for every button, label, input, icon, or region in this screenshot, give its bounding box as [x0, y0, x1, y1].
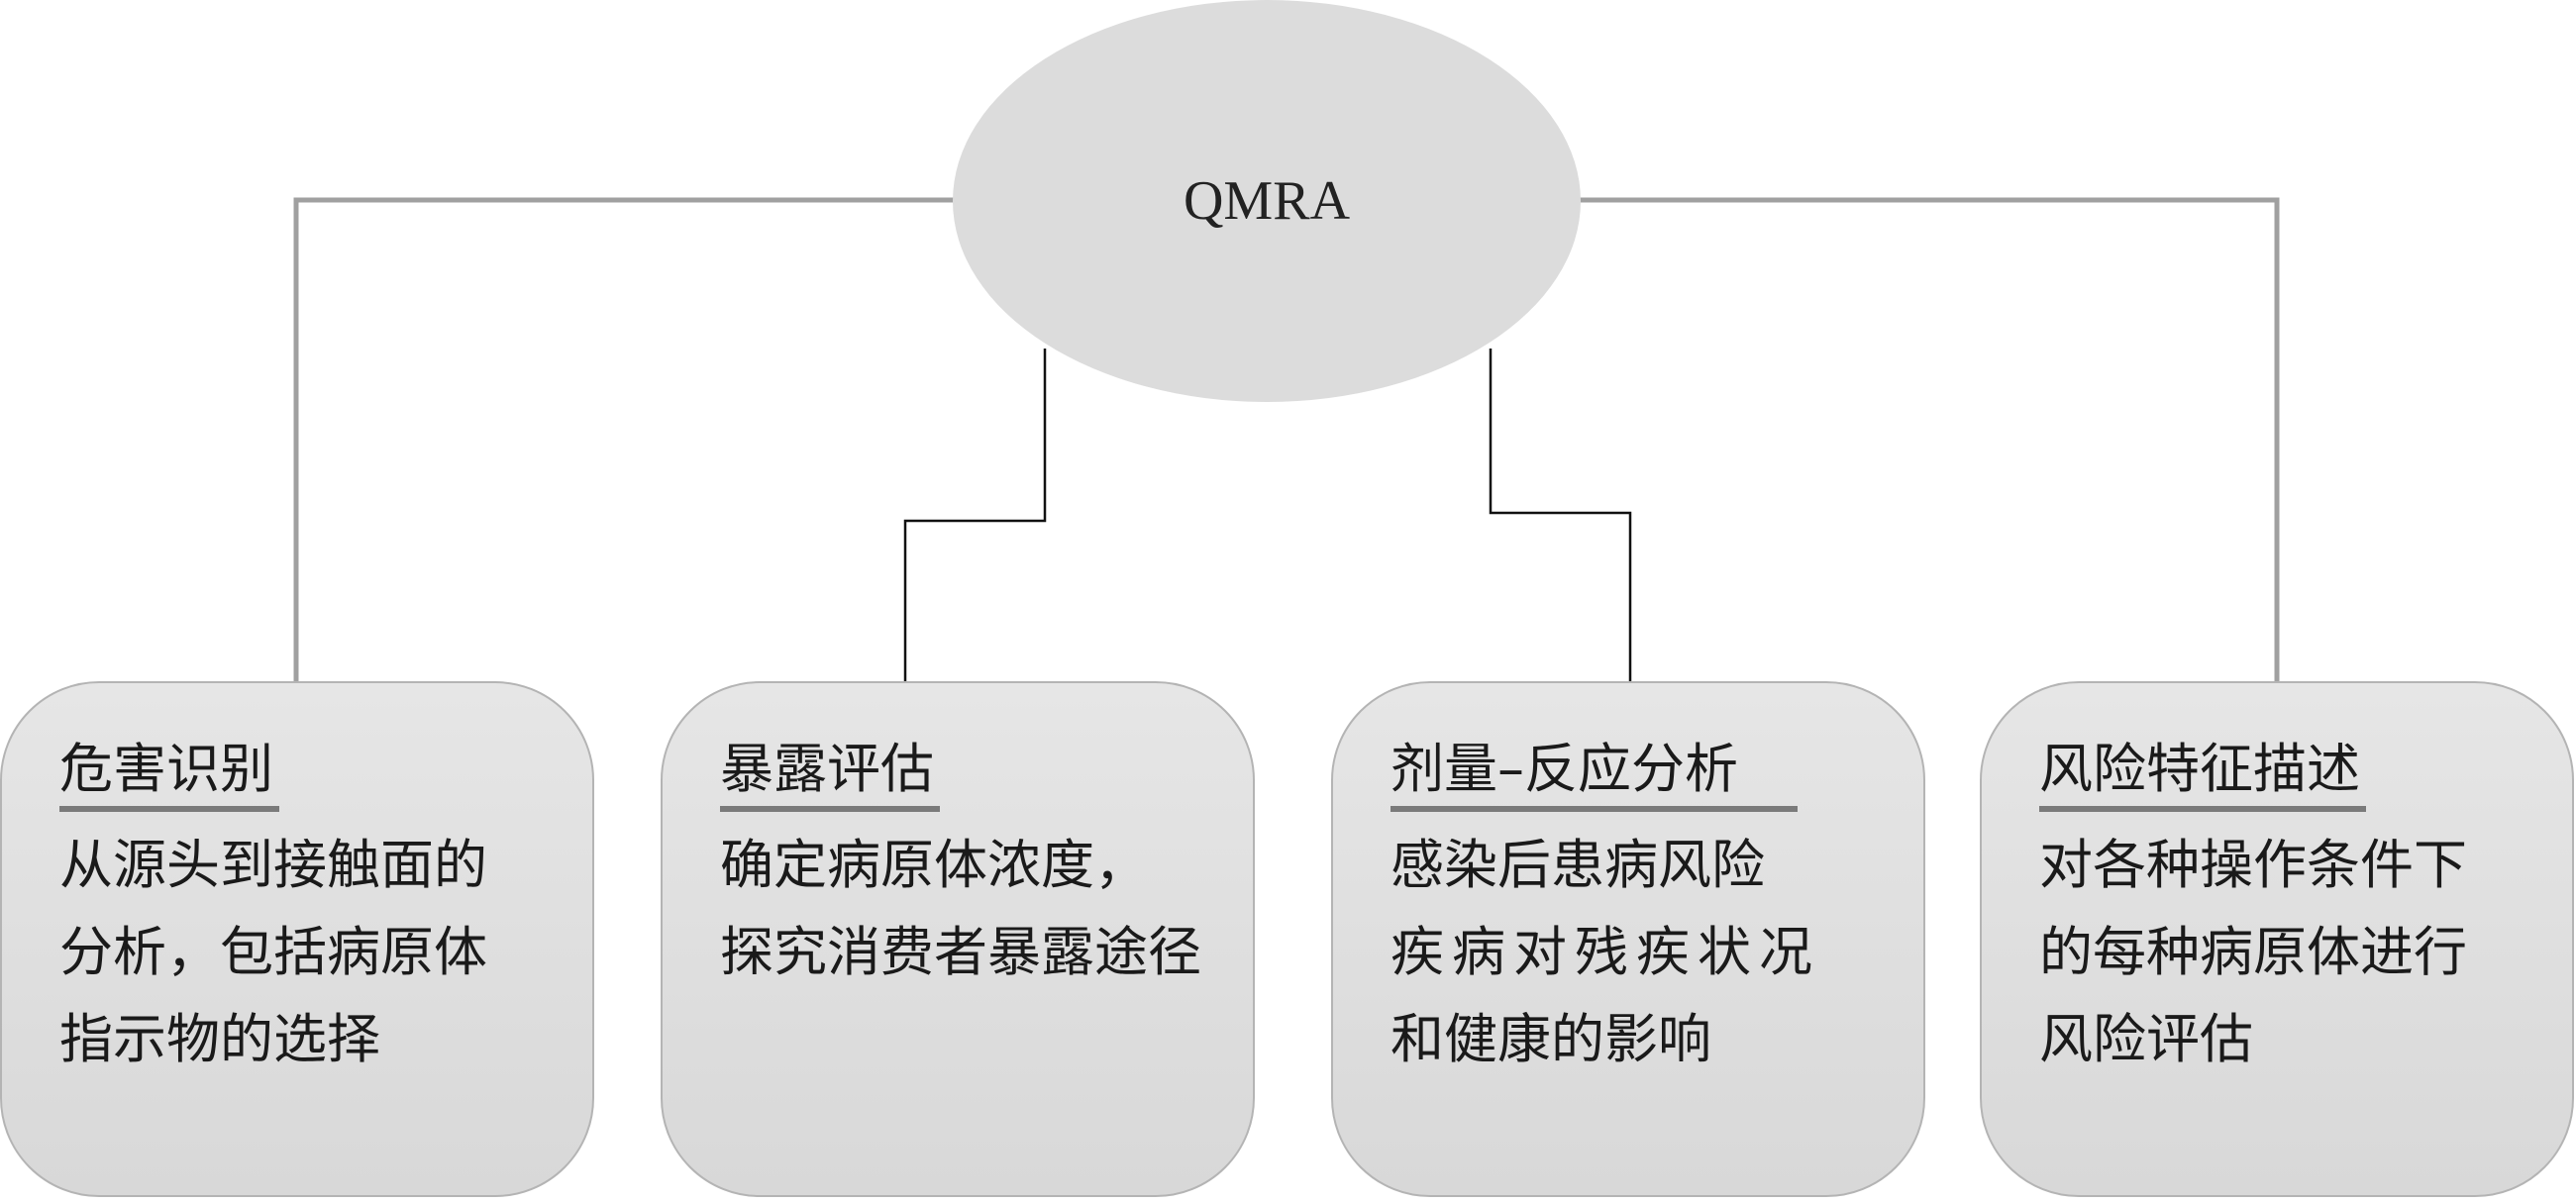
box-text: 疾病对残疾状况 [1391, 921, 1820, 983]
box-text: 的每种病原体进行 [2039, 921, 2467, 983]
box-text: 确定病原体浓度， [720, 834, 1148, 896]
box-text: 分析，包括病原体 [59, 921, 487, 983]
box-title: 风险特征描述 [2039, 733, 2366, 812]
connector-hazard-identification [293, 197, 956, 683]
box-title: 暴露评估 [720, 733, 940, 812]
qmra-root-node: QMRA [953, 0, 1581, 402]
risk-characterization-box: 风险特征描述 对各种操作条件下 的每种病原体进行 风险评估 [1980, 681, 2574, 1197]
qmra-root-label: QMRA [1183, 170, 1351, 232]
hazard-identification-box: 危害识别 从源头到接触面的 分析，包括病原体 指示物的选择 [0, 681, 594, 1197]
box-text: 对各种操作条件下 [2039, 834, 2467, 896]
box-title: 剂量–反应分析 [1391, 733, 1798, 812]
dose-response-box: 剂量–反应分析 感染后患病风险 疾病对残疾状况 和健康的影响 [1331, 681, 1925, 1197]
box-title: 危害识别 [59, 733, 279, 812]
box-text: 从源头到接触面的 [59, 834, 487, 896]
connector-risk-characterization [1578, 197, 2280, 683]
box-text: 感染后患病风险 [1391, 834, 1765, 896]
connector-dose-response [1489, 349, 1632, 681]
exposure-assessment-box: 暴露评估 确定病原体浓度， 探究消费者暴露途径 [661, 681, 1255, 1197]
connector-exposure-assessment [903, 349, 1047, 681]
box-text: 和健康的影响 [1391, 1008, 1711, 1070]
box-text: 风险评估 [2039, 1008, 2253, 1070]
box-text: 指示物的选择 [59, 1008, 380, 1070]
box-text: 探究消费者暴露途径 [720, 921, 1201, 983]
